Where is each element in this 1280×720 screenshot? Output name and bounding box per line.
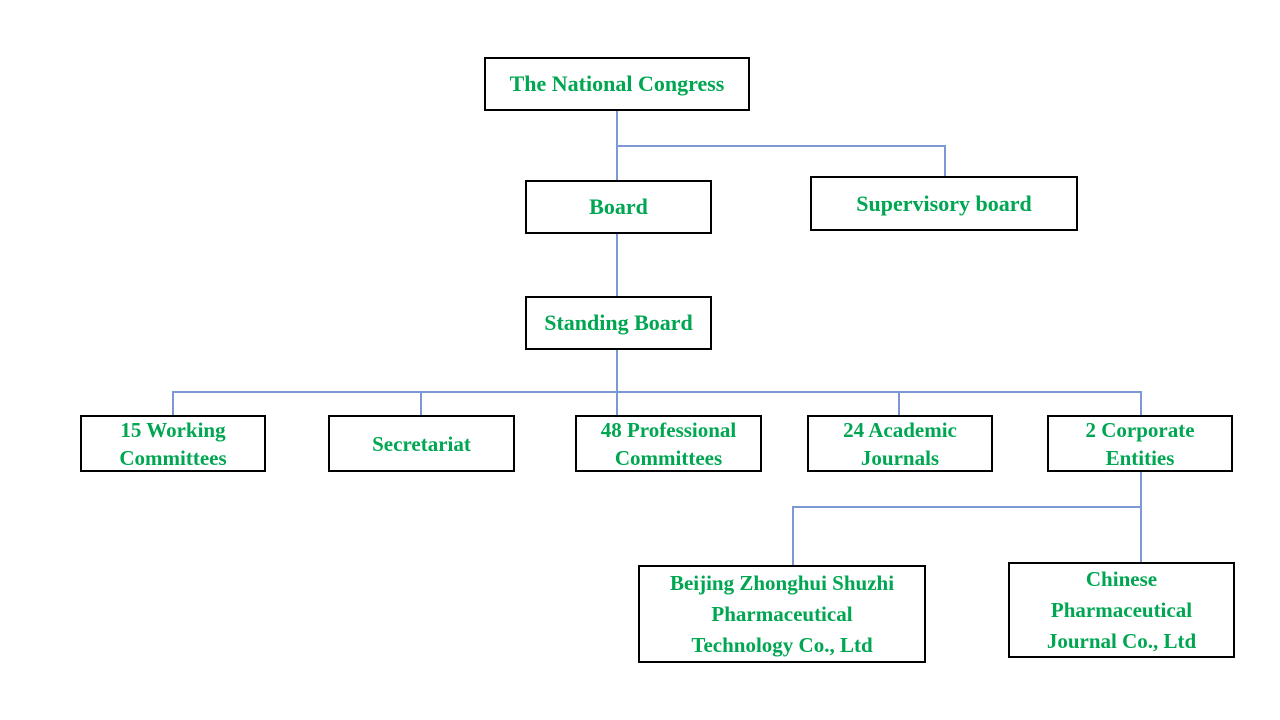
connector-standing-to-row — [616, 350, 618, 415]
connector-corporate-drop — [1140, 391, 1142, 415]
connector-chinese-drop — [1140, 506, 1142, 562]
connector-secretariat-drop — [420, 391, 422, 415]
connector-supervisory-drop — [944, 145, 946, 176]
node-national-congress: The National Congress — [484, 57, 750, 111]
node-academic-journals: 24 Academic Journals — [807, 415, 993, 472]
node-professional-committees: 48 Professional Committees — [575, 415, 762, 472]
node-beijing-company-label: Beijing Zhonghui Shuzhi Pharmaceutical T… — [669, 570, 895, 657]
node-secretariat-label: Secretariat — [372, 431, 471, 456]
node-professional-committees-label: 48 Professional Committees — [600, 417, 737, 470]
connector-companies-horizontal — [792, 506, 1142, 508]
node-academic-journals-label: 24 Academic Journals — [843, 417, 957, 470]
node-chinese-journal-company: Chinese Pharmaceutical Journal Co., Ltd — [1008, 562, 1235, 658]
connector-beijing-drop — [792, 506, 794, 565]
node-secretariat: Secretariat — [328, 415, 515, 472]
connector-board-to-standing — [616, 234, 618, 296]
node-board: Board — [525, 180, 712, 234]
node-chinese-journal-company-label: Chinese Pharmaceutical Journal Co., Ltd — [1046, 566, 1197, 653]
node-corporate-entities: 2 Corporate Entities — [1047, 415, 1233, 472]
connector-working-drop — [172, 391, 174, 415]
node-standing-board-label: Standing Board — [544, 310, 693, 335]
connector-corporate-bottom-stub — [1140, 472, 1142, 507]
node-working-committees: 15 Working Committees — [80, 415, 266, 472]
node-supervisory-board-label: Supervisory board — [856, 190, 1032, 216]
node-board-label: Board — [589, 194, 648, 219]
node-corporate-entities-label: 2 Corporate Entities — [1085, 417, 1195, 470]
node-supervisory-board: Supervisory board — [810, 176, 1078, 231]
connector-academic-drop — [898, 391, 900, 415]
node-working-committees-label: 15 Working Committees — [119, 417, 227, 470]
node-beijing-company: Beijing Zhonghui Shuzhi Pharmaceutical T… — [638, 565, 926, 663]
connector-branch-to-supervisory — [616, 145, 946, 147]
node-national-congress-label: The National Congress — [509, 71, 725, 96]
node-standing-board: Standing Board — [525, 296, 712, 350]
connector-row-horizontal — [172, 391, 1142, 393]
